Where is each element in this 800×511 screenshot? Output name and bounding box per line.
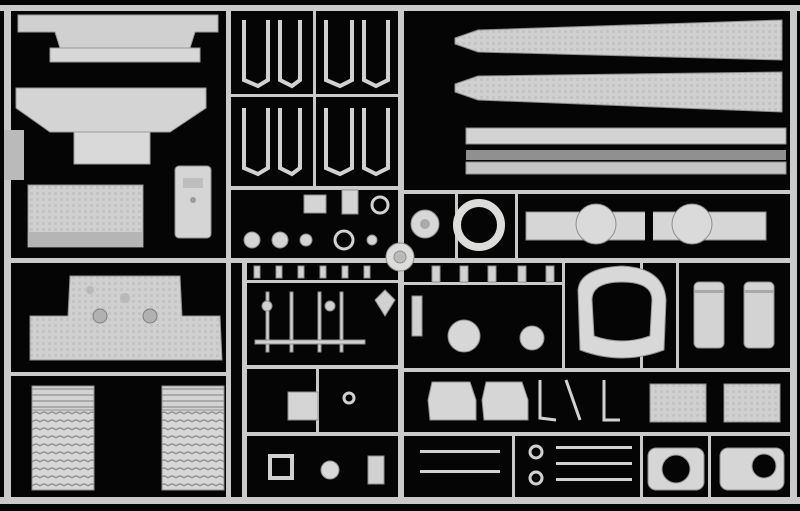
square-frame	[268, 454, 294, 480]
fender-lower	[454, 71, 783, 113]
hatch-cover-right	[481, 381, 529, 421]
rail-parts	[420, 444, 632, 486]
wheel-hub	[320, 455, 385, 485]
fuel-drum-left	[693, 281, 725, 349]
periscope-block	[287, 391, 356, 421]
grille-right	[161, 385, 225, 491]
idler-ring	[719, 447, 785, 491]
engine-deck-plate	[29, 275, 223, 361]
grille-left	[31, 385, 95, 491]
suspension-arms	[242, 20, 390, 177]
fender-upper	[454, 19, 783, 61]
round-part-b	[519, 325, 545, 351]
sprocket-ring	[647, 447, 705, 491]
fuel-drum-right	[743, 281, 775, 349]
road-wheel-small	[410, 209, 440, 239]
armor-block-edge	[28, 232, 143, 247]
round-part-a	[447, 319, 481, 353]
side-skirt	[465, 127, 787, 175]
ring-part	[453, 199, 505, 251]
axle-part	[525, 203, 767, 245]
lever-parts	[538, 379, 620, 422]
hatch-cover-left	[427, 381, 477, 421]
box-parts	[649, 383, 781, 423]
small-parts-cluster	[243, 189, 415, 272]
hull-plate-top	[17, 14, 219, 63]
cupola-part	[577, 265, 667, 359]
vertical-parts	[254, 289, 423, 353]
hatch-part	[174, 165, 212, 239]
hull-plate-middle	[4, 87, 207, 180]
small-brackets-row	[253, 265, 555, 283]
